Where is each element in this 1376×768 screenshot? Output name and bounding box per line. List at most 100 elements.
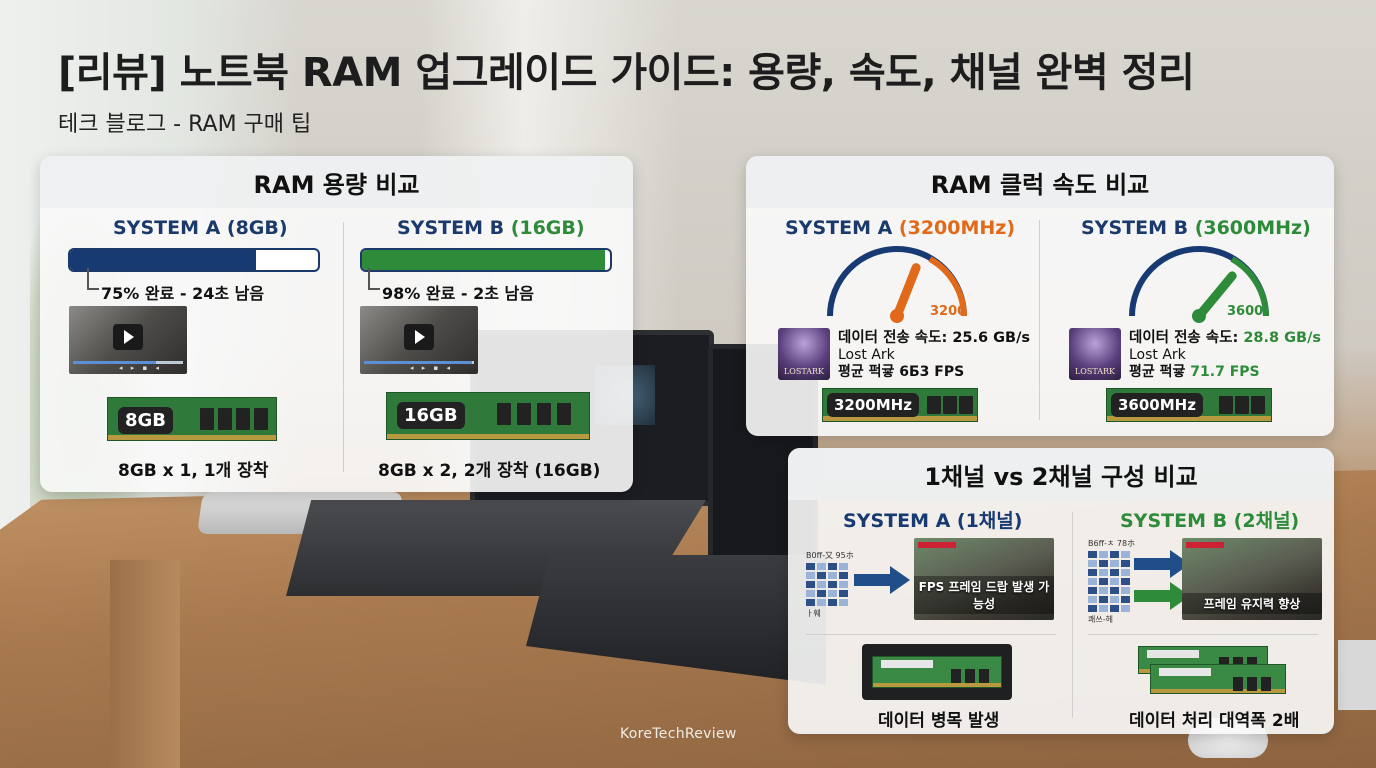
channel-system-b-cells-header: B6ff-ㅊ 78ホ	[1088, 539, 1136, 548]
speed-system-b-ram-tag: 3600MHz	[1111, 393, 1203, 417]
channel-system-a-cells-footer: ㅏ훼	[806, 609, 821, 618]
speed-system-a-transfer: 데이터 전송 속도: 25.6 GB/s	[838, 330, 1031, 346]
capacity-system-a-progress-caption: 75% 완료 - 24초 남음	[86, 268, 264, 304]
speed-divider	[1039, 220, 1040, 420]
speed-system-a-label-text: SYSTEM A	[785, 217, 899, 239]
speed-system-a-label-accent: (3200MHz)	[898, 217, 1016, 239]
speed-system-b-game-name: Lost Ark	[1129, 347, 1186, 363]
gauge-needle	[892, 263, 921, 321]
play-icon[interactable]	[404, 324, 434, 350]
ram-chip	[1247, 657, 1257, 669]
ram-chip	[1219, 396, 1233, 414]
channel-system-a-separator	[806, 634, 1056, 635]
capacity-system-b-label: SYSTEM B (16GB)	[397, 217, 585, 239]
video-controls-icon: ◂ ▸ ▪ ◂	[410, 364, 453, 372]
gauge-arc-highlight	[1230, 256, 1269, 317]
ram-chip	[236, 408, 250, 430]
ram-label	[1159, 668, 1211, 676]
capacity-system-b-progress	[360, 248, 612, 272]
speed-system-b-ram-stick: 3600MHz	[1106, 388, 1272, 422]
speed-system-b-label-accent: (3600MHz)	[1194, 217, 1311, 239]
speed-system-b-transfer: 데이터 전송 속도: 28.8 GB/s	[1129, 330, 1321, 347]
channel-system-b-label: SYSTEM B (2채널)	[1120, 510, 1300, 532]
ram-label	[1147, 650, 1199, 658]
cell-row	[806, 581, 854, 588]
gauge-needle	[1194, 271, 1237, 321]
background-desk-leg	[110, 560, 180, 768]
cell-row	[806, 563, 854, 570]
capacity-system-a-label-text: SYSTEM A (8GB)	[113, 217, 288, 239]
speed-system-a-fps: 평균 퍽귷 6Б3 FPS	[838, 364, 965, 380]
capacity-system-b-caption: 8GB x 2, 2개 장착 (16GB)	[378, 461, 601, 481]
ram-chip	[1247, 677, 1257, 691]
cell-row	[1088, 551, 1135, 558]
channel-system-a-ram-slot	[862, 644, 1012, 700]
ram-chip	[943, 396, 957, 414]
capacity-system-b-ram-stick: 16GB	[386, 392, 590, 440]
speed-system-b-fps: 평균 퍽귷 71.7 FPS	[1129, 364, 1321, 381]
capacity-system-b-label-accent: (16GB)	[510, 217, 585, 239]
speed-system-b-transfer-label: 데이터 전송 속도:	[1129, 330, 1244, 346]
channel-system-b-caption: 데이터 처리 대역폭 2배	[1129, 711, 1300, 731]
cell-row	[1088, 560, 1135, 567]
capacity-system-a-ram-stick: 8GB	[107, 397, 277, 441]
ram-chip	[497, 403, 511, 425]
video-seek-bar[interactable]	[364, 361, 474, 364]
channel-system-b-shot-caption: 프레임 유지력 향상	[1182, 593, 1322, 614]
ram-chip	[537, 403, 551, 425]
ram-chip	[1235, 396, 1249, 414]
channel-divider	[1072, 512, 1073, 718]
speed-system-a-ram-tag: 3200MHz	[827, 393, 919, 417]
video-seek-position	[364, 361, 472, 364]
capacity-panel: RAM 용량 비교 SYSTEM A (8GB) 75% 완료 - 24초 남음…	[40, 156, 633, 492]
background-keyboard	[1338, 640, 1376, 710]
speed-system-a-game-info: 데이터 전송 속도: 25.6 GB/s Lost Ark 평균 퍽귷 6Б3 …	[838, 330, 1030, 381]
cell-row	[806, 572, 854, 579]
ram-chip	[1219, 657, 1229, 669]
capacity-system-b-progress-fill	[362, 250, 606, 270]
channel-system-a-ram-stick	[872, 656, 1002, 688]
capacity-system-a-progress	[68, 248, 320, 272]
arrow-right-icon	[854, 566, 910, 594]
ram-chip	[1251, 396, 1265, 414]
video-seek-position	[73, 361, 156, 364]
capacity-heading: RAM 용량 비교	[40, 156, 633, 208]
cell-row	[806, 599, 854, 606]
ram-chip	[979, 669, 989, 683]
speed-panel: RAM 클럭 속도 비교 SYSTEM A (3200MHz) 3200 LOS…	[746, 156, 1334, 436]
gauge-arc-highlight	[928, 256, 967, 317]
cell-row	[806, 590, 854, 597]
watermark: KoreTechReview	[620, 726, 737, 742]
gauge-hub	[890, 309, 904, 323]
speed-system-b-gauge-value: 3600	[1227, 304, 1264, 319]
speed-system-b-label-text: SYSTEM B	[1081, 217, 1195, 239]
speed-system-b-label: SYSTEM B (3600MHz)	[1081, 217, 1311, 239]
cell-row	[1088, 578, 1135, 585]
capacity-system-b-video[interactable]: ◂ ▸ ▪ ◂	[360, 306, 478, 374]
channel-heading: 1채널 vs 2채널 구성 비교	[788, 448, 1334, 500]
channel-system-b-ram-stick-2	[1150, 664, 1286, 694]
ram-chip	[1261, 677, 1271, 691]
play-icon[interactable]	[113, 324, 143, 350]
speed-system-b-game-info: 데이터 전송 속도: 28.8 GB/s Lost Ark 평균 퍽귷 71.7…	[1129, 330, 1321, 381]
game-hud	[918, 542, 956, 548]
speed-heading: RAM 클럭 속도 비교	[746, 156, 1334, 208]
channel-system-a-cells-header: B0ff-又 95ホ	[806, 551, 854, 560]
speed-system-b-fps-value: 71.7 FPS	[1190, 364, 1260, 380]
ram-chip	[218, 408, 232, 430]
cell-row	[1088, 596, 1135, 603]
ram-chip	[1233, 657, 1243, 669]
speed-system-b-game-art: LOSTARK	[1069, 328, 1121, 380]
capacity-system-a-label: SYSTEM A (8GB)	[113, 217, 288, 239]
page-title: [리뷰] 노트북 RAM 업그레이드 가이드: 용량, 속도, 채널 완벽 정리	[58, 50, 1195, 96]
capacity-system-a-ram-tag: 8GB	[118, 407, 174, 434]
speed-system-a-gauge	[827, 246, 967, 323]
channel-system-a-caption: 데이터 병목 발생	[878, 711, 1000, 731]
capacity-system-a-video[interactable]: ◂ ▸ ▪ ◂	[69, 306, 187, 374]
ram-label	[881, 660, 933, 668]
ram-chip	[1233, 677, 1243, 691]
speed-system-a-game-art: LOSTARK	[778, 328, 830, 380]
video-controls-icon: ◂ ▸ ▪ ◂	[119, 364, 162, 372]
video-seek-bar[interactable]	[73, 361, 183, 364]
speed-system-a-game-logo: LOSTARK	[783, 367, 825, 376]
